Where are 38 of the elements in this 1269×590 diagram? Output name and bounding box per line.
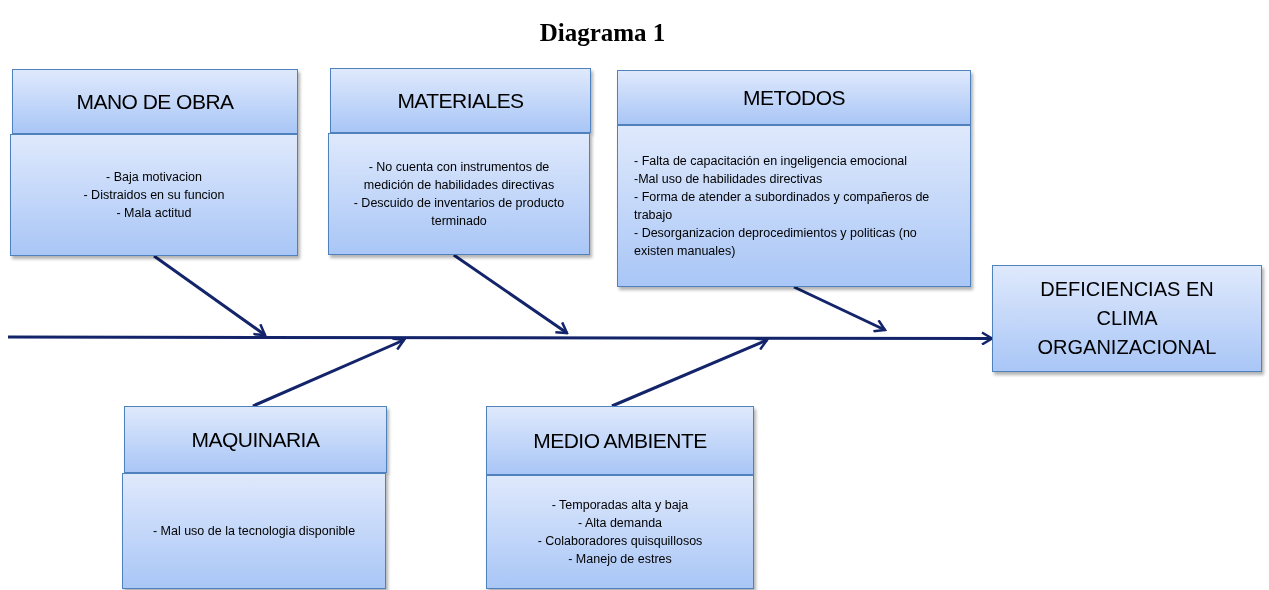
- cause-item: - Distraidos en su funcion: [83, 186, 225, 204]
- category-header-box: [486, 406, 754, 475]
- cause-list-box: [328, 133, 590, 255]
- category-title: MANO DE OBRA: [76, 88, 234, 115]
- cause-item: - Manejo de estres: [568, 551, 672, 569]
- category-title: MEDIO AMBIENTE: [533, 427, 707, 454]
- cause-item: - Desorganizacion deprocedimientos y politicas (no existen manuales): [634, 225, 918, 261]
- diagram-title: Diagrama 1: [538, 18, 667, 48]
- branch-arrow: [793, 285, 887, 333]
- category-header-box: [124, 406, 387, 473]
- branch-arrow: [611, 337, 769, 408]
- category-header-box: [330, 68, 591, 133]
- cause-item: - Descuido de inventarios de producto terminado: [352, 195, 566, 231]
- effect-title: DEFICIENCIAS EN CLIMA ORGANIZACIONAL: [1036, 277, 1218, 360]
- cause-item: - Forma de atender a subordinados y compañeros de trabajo: [634, 188, 931, 224]
- cause-list-box: [486, 475, 754, 589]
- branch-arrow: [452, 253, 569, 335]
- cause-list-box: [10, 134, 298, 256]
- cause-item: - Mal uso de la tecnologia disponible: [152, 522, 356, 540]
- category-header-box: [12, 69, 298, 134]
- cause-item: - Mala actitud: [116, 205, 192, 223]
- spine-arrow: [8, 331, 994, 346]
- category-title: MATERIALES: [397, 87, 524, 114]
- cause-item: -Mal uso de habilidades directivas: [634, 170, 823, 188]
- category-header-box: [617, 70, 971, 125]
- cause-item: - Falta de capacitación en ingeligencia emocional: [634, 152, 908, 170]
- effect-box: [992, 265, 1262, 372]
- cause-item: - Alta demanda: [577, 514, 663, 532]
- category-title: METODOS: [742, 84, 846, 111]
- cause-list-box: [122, 473, 386, 589]
- branch-arrow: [153, 254, 267, 337]
- branch-arrow: [252, 337, 406, 408]
- cause-item: - Colaboradores quisquillosos: [537, 533, 703, 550]
- cause-item: - No cuenta con instrumentos de medición de habilidades directivas: [362, 158, 556, 194]
- category-title: MAQUINARIA: [191, 426, 320, 453]
- cause-list-box: [617, 125, 971, 287]
- cause-item: - Baja motivacion: [106, 168, 202, 186]
- cause-item: - Temporadas alta y baja: [551, 496, 689, 514]
